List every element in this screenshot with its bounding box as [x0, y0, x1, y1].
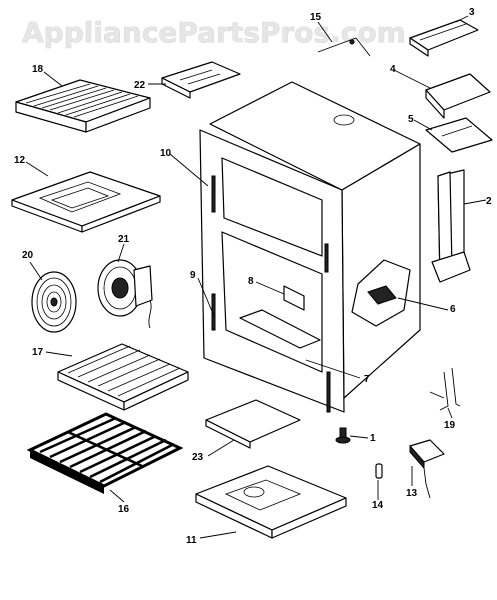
- callout-20: 20: [22, 250, 34, 261]
- callout-9: 9: [190, 270, 196, 281]
- callout-19: 19: [444, 420, 456, 431]
- callout-17: 17: [32, 347, 44, 358]
- callout-11: 11: [186, 535, 197, 546]
- part-13-module[interactable]: [409, 439, 445, 499]
- callout-14: 14: [372, 500, 384, 511]
- part-16-broil-rack[interactable]: [26, 412, 184, 494]
- callout-10: 10: [160, 148, 172, 159]
- callout-3: 3: [469, 7, 475, 18]
- part-12-panel[interactable]: [11, 171, 161, 233]
- callout-22: 22: [134, 80, 146, 91]
- part-18-upper-rack[interactable]: [15, 79, 151, 133]
- part-2-side-duct[interactable]: [431, 169, 471, 283]
- callout-1: 1: [370, 433, 376, 444]
- callout-6: 6: [450, 304, 456, 315]
- part-23-plate[interactable]: [205, 399, 301, 449]
- callouts: 1 2 3 4 5 6 7 8 9 10 11 12 13 14 15 16 1…: [14, 7, 492, 546]
- callout-8: 8: [248, 276, 254, 287]
- leader-lines: [25, 15, 487, 539]
- part-11-bottom-panel[interactable]: [195, 465, 347, 539]
- part-17-oven-rack[interactable]: [57, 343, 189, 411]
- part-15-wire[interactable]: [317, 37, 371, 57]
- part-1-leg[interactable]: [335, 427, 351, 444]
- oven-cavity[interactable]: [199, 81, 421, 413]
- part-20-fan-cover[interactable]: [31, 271, 77, 333]
- part-4-duct[interactable]: [425, 73, 491, 119]
- callout-15: 15: [310, 12, 322, 23]
- part-6-element[interactable]: [351, 259, 411, 327]
- callout-4: 4: [390, 64, 396, 75]
- callout-16: 16: [118, 504, 130, 515]
- callout-7: 7: [364, 374, 370, 385]
- part-5-bracket[interactable]: [425, 117, 493, 153]
- part-22-plate[interactable]: [161, 61, 241, 99]
- part-3-vent[interactable]: [409, 19, 479, 57]
- callout-13: 13: [406, 488, 418, 499]
- callout-2: 2: [486, 196, 492, 207]
- part-21-fan-motor[interactable]: [97, 259, 153, 329]
- part-19-sensor[interactable]: [429, 367, 461, 411]
- watermark-text: AppliancePartsPros.com: [22, 16, 406, 49]
- callout-5: 5: [408, 114, 414, 125]
- part-14-small[interactable]: [375, 463, 383, 479]
- callout-21: 21: [118, 234, 130, 245]
- callout-12: 12: [14, 155, 26, 166]
- callout-18: 18: [32, 64, 44, 75]
- callout-23: 23: [192, 452, 204, 463]
